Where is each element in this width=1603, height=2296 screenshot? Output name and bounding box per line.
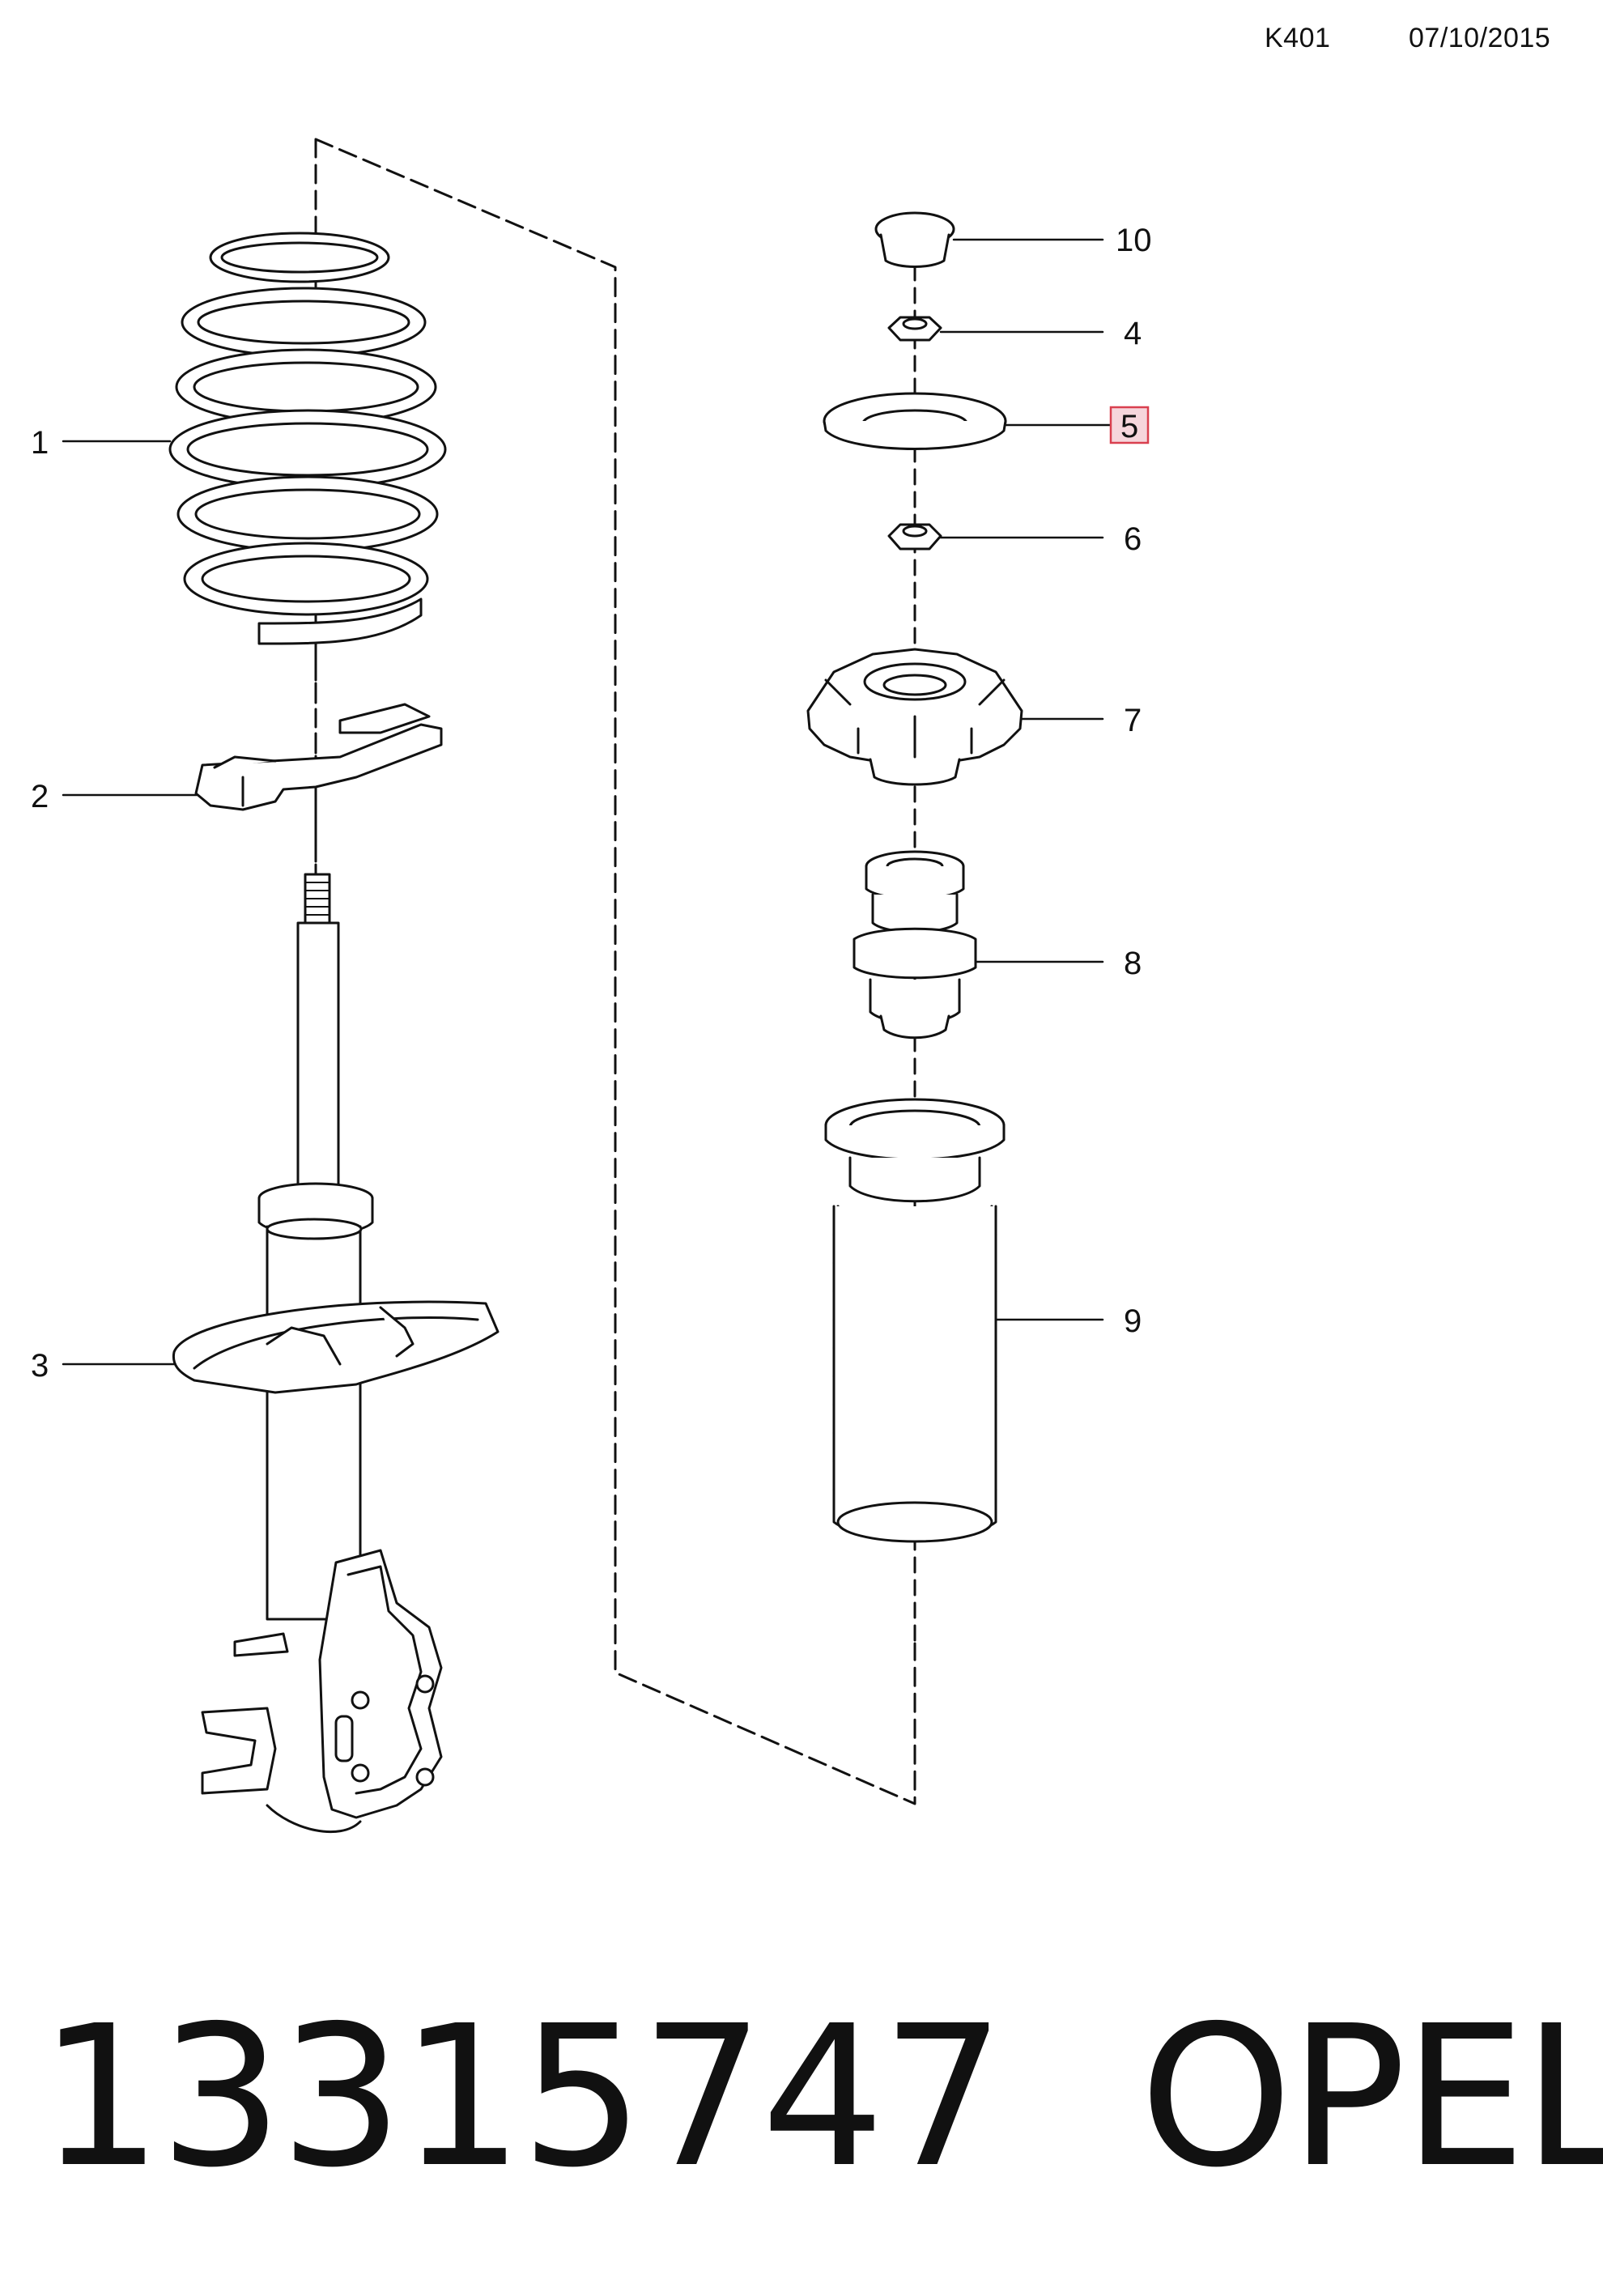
part-number: 13315747 xyxy=(39,1983,1006,2210)
exploded-parts-diagram: 1 2 3 10 4 5 6 7 8 9 xyxy=(31,138,1152,1834)
top-nut xyxy=(887,316,942,342)
callout-9: 9 xyxy=(1124,1303,1142,1339)
dust-boot xyxy=(824,1098,1006,1543)
diagram-code: K401 xyxy=(1265,23,1331,53)
lower-nut xyxy=(887,523,942,551)
bump-stop xyxy=(853,850,977,1040)
bearing-washer xyxy=(823,392,1007,450)
callout-5-highlight xyxy=(1109,406,1150,444)
coil-spring xyxy=(168,232,447,645)
callout-1: 1 xyxy=(31,425,49,461)
spring-insulator xyxy=(194,703,443,811)
callout-10: 10 xyxy=(1116,223,1152,258)
callout-4: 4 xyxy=(1124,316,1142,351)
callout-3: 3 xyxy=(31,1348,49,1384)
callout-8: 8 xyxy=(1124,946,1142,981)
strut-top-mount xyxy=(806,648,1023,786)
callout-7: 7 xyxy=(1124,703,1142,738)
dust-cap xyxy=(874,211,955,268)
callout-6: 6 xyxy=(1124,521,1142,557)
callout-5: 5 xyxy=(1120,409,1138,444)
callout-2: 2 xyxy=(31,779,49,814)
brand-name: OPEL xyxy=(1139,1983,1603,2210)
strut-assembly xyxy=(172,873,500,1834)
diagram-date: 07/10/2015 xyxy=(1409,23,1551,53)
leader-lines xyxy=(62,238,1112,1366)
